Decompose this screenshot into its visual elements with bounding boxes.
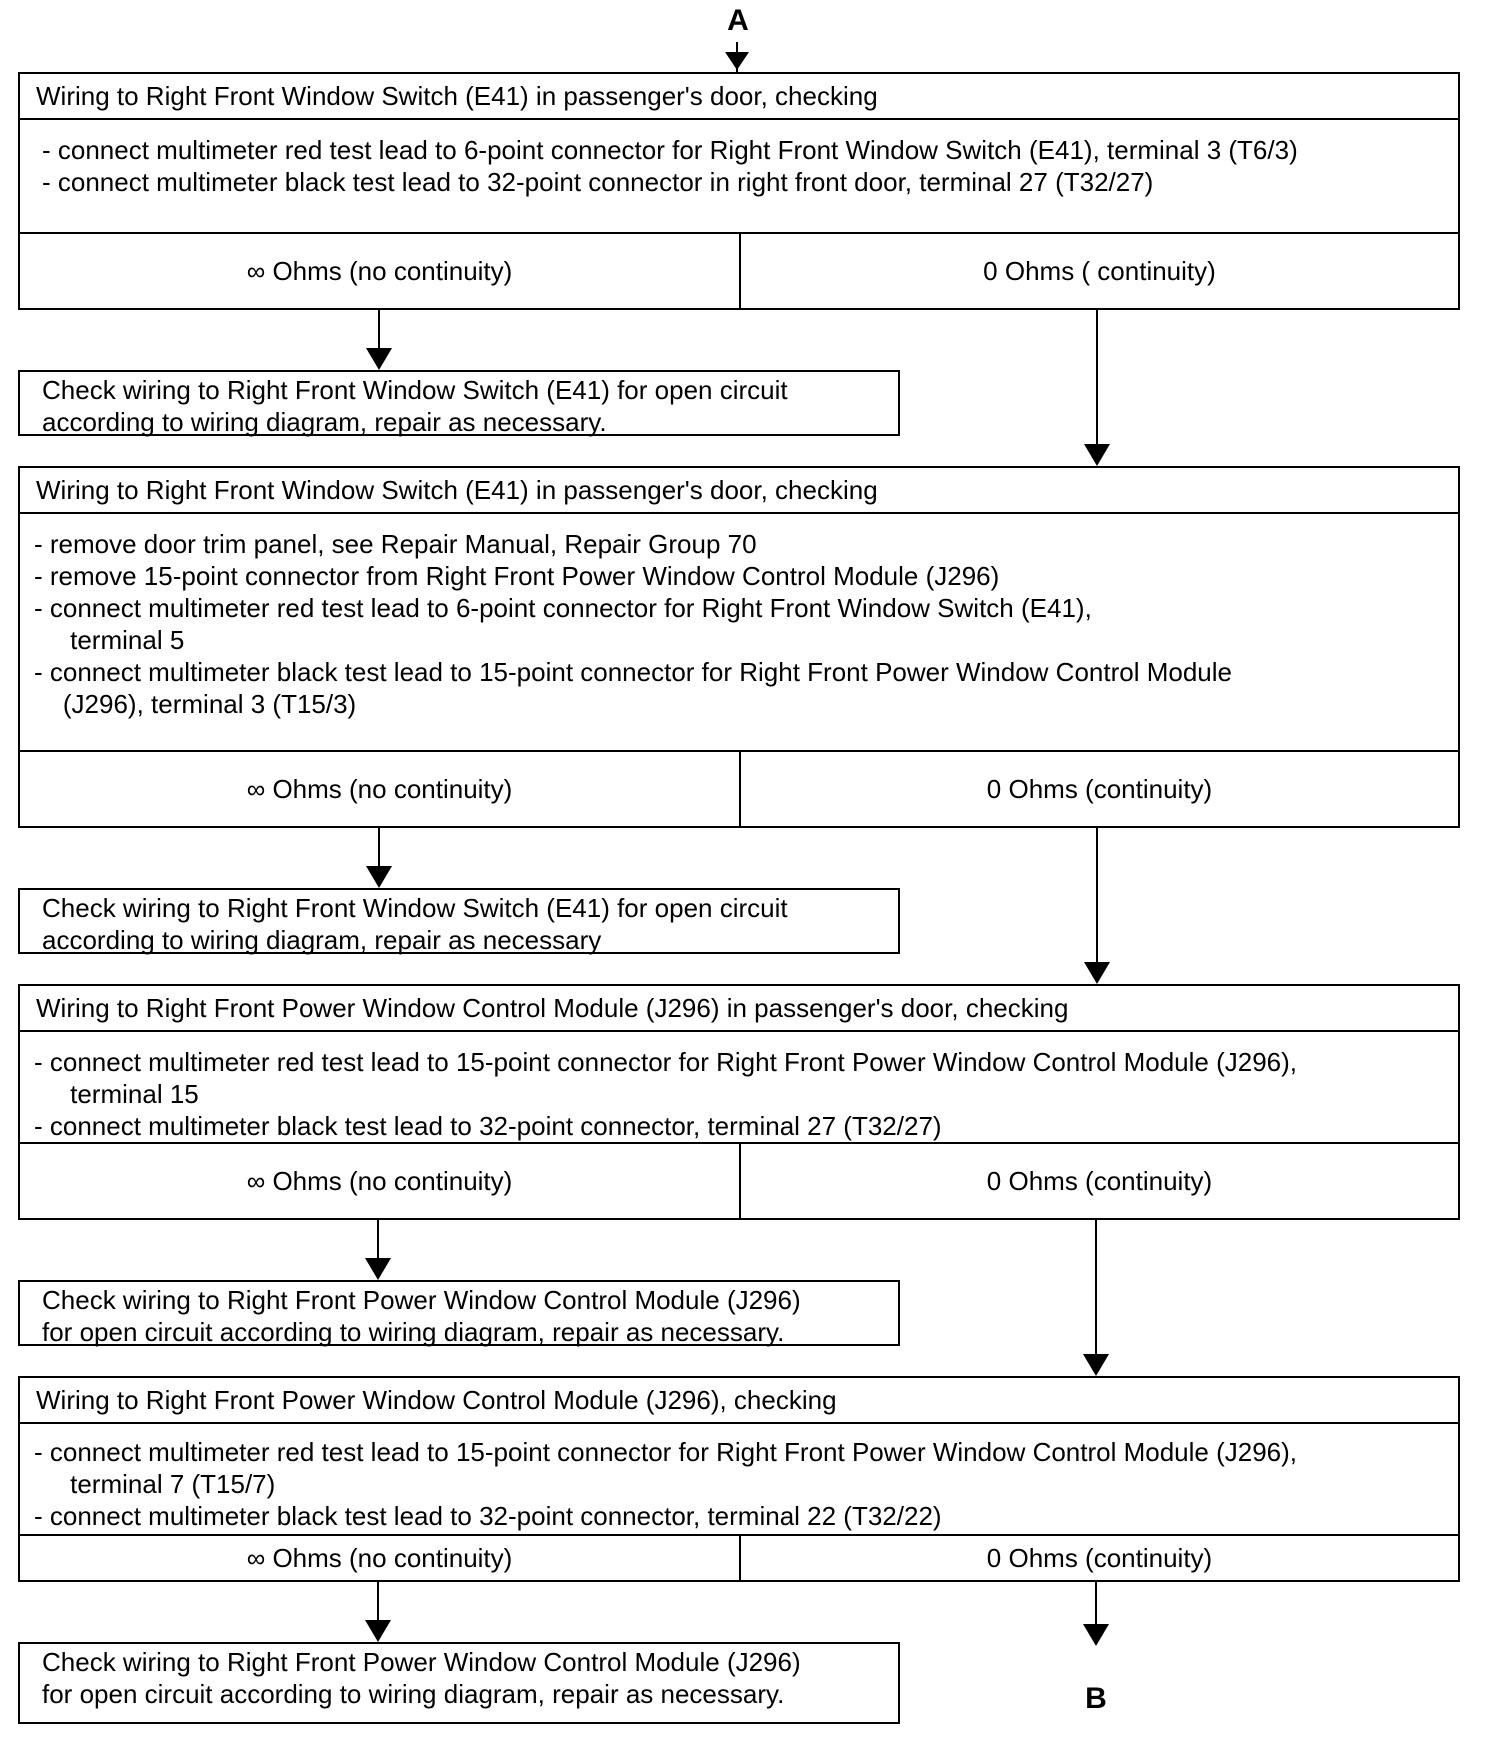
instruction-line: - connect multimeter black test lead to … (34, 657, 1232, 687)
arrow-head (1084, 444, 1110, 466)
instruction-line: - connect multimeter black test lead to … (42, 167, 1154, 197)
step-4-title: Wiring to Right Front Power Window Contr… (20, 1378, 1458, 1424)
arrow-head (365, 1620, 391, 1642)
instruction-line: (J296), terminal 3 (T15/3) (34, 689, 357, 719)
step-1-instructions: - connect multimeter red test lead to 6-… (20, 134, 1458, 198)
step-2-title: Wiring to Right Front Window Switch (E41… (20, 468, 1458, 514)
step-4-check-box: Check wiring to Right Front Power Window… (18, 1642, 900, 1724)
arrow-head (1083, 1624, 1109, 1646)
result-no-continuity: ∞ Ohms (no continuity) (20, 1536, 741, 1580)
step-1-check-box: Check wiring to Right Front Window Switc… (18, 370, 900, 437)
arrow-head (366, 348, 392, 370)
result-continuity: 0 Ohms (continuity) (986, 1165, 1213, 1196)
instruction-line: - connect multimeter red test lead to 15… (34, 1047, 1298, 1077)
step-2-results: ∞ Ohms (no continuity) 0 Ohms (continuit… (20, 750, 1458, 826)
step-3-results: ∞ Ohms (no continuity) 0 Ohms (continuit… (20, 1142, 1458, 1218)
step-2-instructions: - remove door trim panel, see Repair Man… (20, 528, 1458, 720)
instruction-line: - remove 15-point connector from Right F… (34, 561, 1000, 591)
instruction-line: - connect multimeter black test lead to … (34, 1501, 942, 1531)
arrow-head (366, 866, 392, 888)
instruction-line: - connect multimeter red test lead to 6-… (34, 593, 1092, 623)
step-4-instructions: - connect multimeter red test lead to 15… (20, 1436, 1458, 1532)
instruction-line: terminal 5 (34, 625, 185, 655)
check-line: Check wiring to Right Front Power Window… (42, 1647, 801, 1677)
step-1-title: Wiring to Right Front Window Switch (E41… (20, 74, 1458, 120)
connector-b-label: B (1085, 1682, 1107, 1715)
connector-a-label: A (727, 4, 749, 37)
step-4-box: Wiring to Right Front Power Window Contr… (18, 1376, 1460, 1582)
check-line: Check wiring to Right Front Window Switc… (42, 893, 788, 923)
arrow-head (365, 1258, 391, 1280)
step-3-box: Wiring to Right Front Power Window Contr… (18, 984, 1460, 1220)
instruction-line: - connect multimeter red test lead to 6-… (42, 135, 1298, 165)
step-1-box: Wiring to Right Front Window Switch (E41… (18, 72, 1460, 310)
arrow-head (725, 52, 749, 70)
step-3-check-box: Check wiring to Right Front Power Window… (18, 1280, 900, 1347)
arrow-head (1084, 962, 1110, 984)
step-1-results: ∞ Ohms (no continuity) 0 Ohms ( continui… (20, 232, 1458, 308)
check-line: according to wiring diagram, repair as n… (42, 925, 602, 955)
check-line: according to wiring diagram, repair as n… (42, 407, 607, 437)
instruction-line: terminal 7 (T15/7) (34, 1469, 276, 1499)
check-line: Check wiring to Right Front Power Window… (42, 1285, 801, 1315)
step-2-check-box: Check wiring to Right Front Window Switc… (18, 888, 900, 955)
instruction-line: - remove door trim panel, see Repair Man… (34, 529, 757, 559)
step-4-results: ∞ Ohms (no continuity) 0 Ohms (continuit… (20, 1534, 1458, 1580)
step-2-box: Wiring to Right Front Window Switch (E41… (18, 466, 1460, 828)
instruction-line: - connect multimeter black test lead to … (34, 1111, 942, 1141)
step-3-title: Wiring to Right Front Power Window Contr… (20, 986, 1458, 1032)
check-line: for open circuit according to wiring dia… (42, 1317, 785, 1347)
instruction-line: - connect multimeter red test lead to 15… (34, 1437, 1298, 1467)
result-continuity: 0 Ohms (continuity) (986, 1542, 1213, 1573)
result-no-continuity: ∞ Ohms (no continuity) (20, 234, 741, 308)
check-line: Check wiring to Right Front Window Switc… (42, 375, 788, 405)
result-continuity: 0 Ohms ( continuity) (983, 255, 1216, 286)
result-no-continuity: ∞ Ohms (no continuity) (20, 1144, 741, 1218)
arrow-head (1083, 1354, 1109, 1376)
instruction-line: terminal 15 (34, 1079, 199, 1109)
step-3-instructions: - connect multimeter red test lead to 15… (20, 1046, 1458, 1142)
check-line: for open circuit according to wiring dia… (42, 1679, 785, 1709)
result-continuity: 0 Ohms (continuity) (986, 773, 1213, 804)
result-no-continuity: ∞ Ohms (no continuity) (20, 752, 741, 826)
